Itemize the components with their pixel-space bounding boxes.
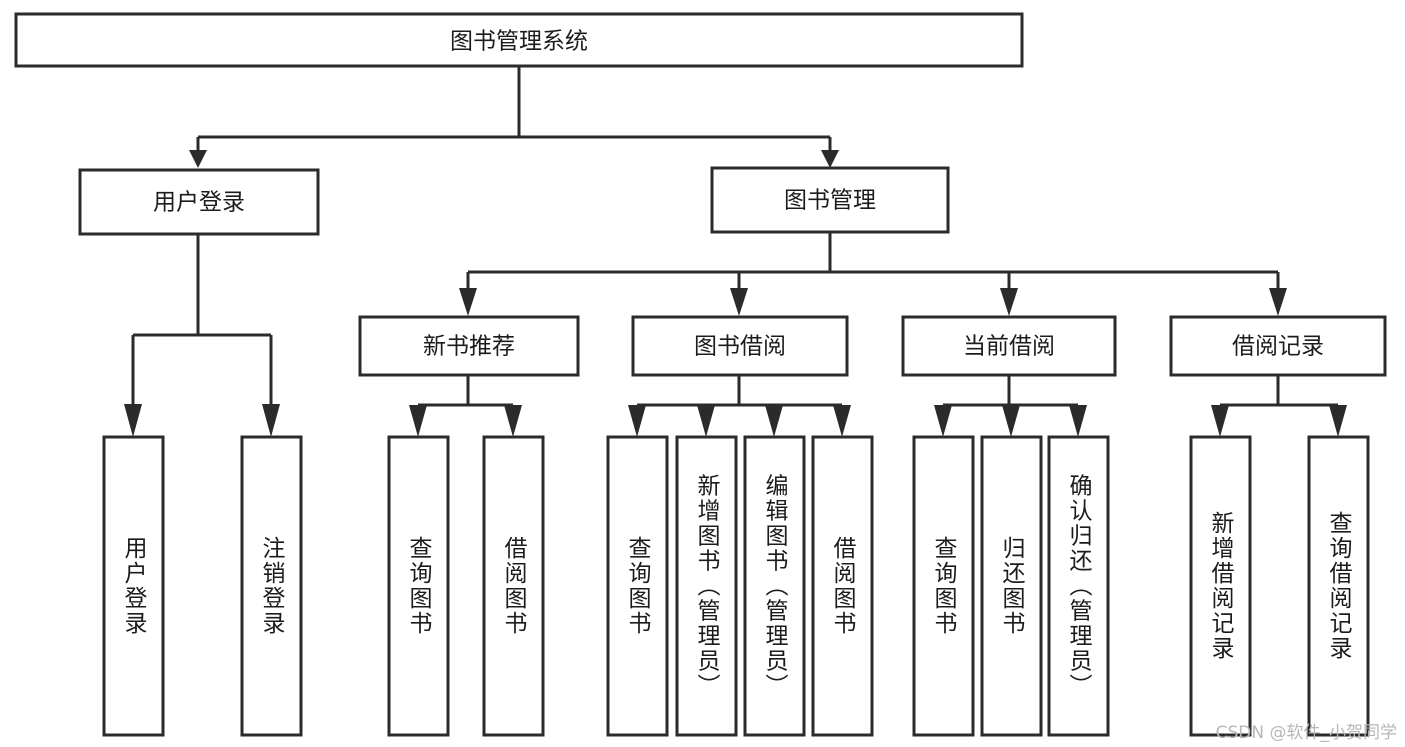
arrow-to-leaf-edit-book [765,405,783,437]
arrow-to-leaf-query-book-c [934,405,952,437]
leaf-logout-login-label: 注销登录 [258,536,286,636]
leaf-borrow-book-recommend-box[interactable] [482,435,545,737]
leaf-borrow-book[interactable]: 借阅图书 [811,435,874,737]
leaf-query-book-current[interactable]: 查询图书 [912,435,975,737]
node-new-book-recommend-label: 新书推荐 [423,334,515,360]
arrow-to-current-borrow [1000,288,1018,316]
node-book-management-box[interactable] [710,166,950,234]
leaf-borrow-book-box[interactable] [811,435,874,737]
connector-group-user-login [124,235,280,437]
node-borrow-record[interactable]: 借阅记录 [1169,315,1387,377]
leaf-return-book-box[interactable] [980,435,1043,737]
connector-group-borrow-record [1211,375,1347,437]
leaf-query-book-recommend[interactable]: 查询图书 [387,435,450,737]
connector-group-new-book-recommend [409,375,522,437]
node-user-login[interactable]: 用户登录 [78,168,320,236]
leaf-add-book[interactable]: 新增图书（管理员） [675,435,738,737]
arrow-to-borrow-record [1269,288,1287,316]
leaf-borrow-book-recommend-label: 借阅图书 [500,536,528,636]
arrow-to-leaf-confirm-return [1069,405,1087,437]
leaf-query-borrow-record-label: 查询借阅记录 [1325,511,1353,661]
leaf-add-book-label: 新增图书（管理员） [693,474,721,699]
connector-group-current-borrow [934,375,1087,437]
leaf-query-book-recommend-label: 查询图书 [405,536,433,636]
leaf-user-login-label: 用户登录 [120,536,148,636]
node-new-book-recommend-box[interactable] [358,315,580,377]
arrow-to-user-login [189,150,207,168]
node-root-box[interactable] [14,12,1024,68]
leaf-confirm-return-label: 确认归还（管理员） [1065,474,1093,699]
node-root-label: 图书管理系统 [450,29,588,55]
leaf-edit-book-label: 编辑图书（管理员） [761,474,789,699]
leaf-query-book-borrow[interactable]: 查询图书 [606,435,669,737]
leaf-edit-book-box[interactable] [743,435,806,737]
node-book-borrow[interactable]: 图书借阅 [631,315,849,377]
leaf-user-login-box[interactable] [102,435,165,737]
leaf-query-borrow-record[interactable]: 查询借阅记录 [1307,435,1370,737]
leaf-add-book-box[interactable] [675,435,738,737]
node-user-login-box[interactable] [78,168,320,236]
arrow-to-book-management [821,150,839,168]
leaf-add-borrow-record-label: 新增借阅记录 [1207,511,1235,661]
node-current-borrow-box[interactable] [901,315,1117,377]
arrow-to-leaf-add-book [697,405,715,437]
leaf-query-book-current-label: 查询图书 [930,536,958,636]
leaf-query-book-recommend-box[interactable] [387,435,450,737]
node-user-login-label: 用户登录 [153,190,245,216]
node-current-borrow-label: 当前借阅 [963,334,1055,360]
node-current-borrow[interactable]: 当前借阅 [901,315,1117,377]
arrow-to-leaf-borrow-book-a [504,405,522,437]
leaf-query-book-current-box[interactable] [912,435,975,737]
arrow-to-book-borrow [730,288,748,316]
leaf-query-book-borrow-box[interactable] [606,435,669,737]
leaf-borrow-book-recommend[interactable]: 借阅图书 [482,435,545,737]
node-book-borrow-label: 图书借阅 [694,334,786,360]
arrow-to-leaf-query-book-b [628,405,646,437]
node-borrow-record-label: 借阅记录 [1232,334,1324,360]
leaf-return-book[interactable]: 归还图书 [980,435,1043,737]
connector-group-book-borrow [628,375,851,437]
node-book-management-label: 图书管理 [784,188,876,214]
arrow-to-leaf-query-record [1329,405,1347,437]
arrow-to-leaf-add-record [1211,405,1229,437]
leaf-logout-login[interactable]: 注销登录 [240,435,303,737]
leaf-logout-login-box[interactable] [240,435,303,737]
arrow-to-leaf-borrow-book-b [833,405,851,437]
leaf-return-book-label: 归还图书 [998,536,1026,636]
leaf-borrow-book-label: 借阅图书 [829,536,857,636]
arrow-to-new-book-recommend [459,288,477,316]
arrow-to-leaf-logout [262,404,280,437]
leaf-query-borrow-record-box[interactable] [1307,435,1370,737]
leaf-query-book-borrow-label: 查询图书 [624,536,652,636]
leaf-edit-book[interactable]: 编辑图书（管理员） [743,435,806,737]
leaf-confirm-return[interactable]: 确认归还（管理员） [1047,435,1110,737]
node-borrow-record-box[interactable] [1169,315,1387,377]
leaf-confirm-return-box[interactable] [1047,435,1110,737]
node-book-management[interactable]: 图书管理 [710,166,950,234]
arrow-to-leaf-query-book-a [409,405,427,437]
arrow-to-leaf-return-book [1002,405,1020,437]
arrow-to-leaf-user-login [124,404,142,437]
connector-group-root [189,66,839,168]
connector-group-book-management [459,232,1287,316]
leaf-user-login[interactable]: 用户登录 [102,435,165,737]
node-root-book-management-system[interactable]: 图书管理系统 [14,12,1024,68]
leaf-add-borrow-record-box[interactable] [1189,435,1252,737]
node-book-borrow-box[interactable] [631,315,849,377]
leaf-add-borrow-record[interactable]: 新增借阅记录 [1189,435,1252,737]
node-new-book-recommend[interactable]: 新书推荐 [358,315,580,377]
